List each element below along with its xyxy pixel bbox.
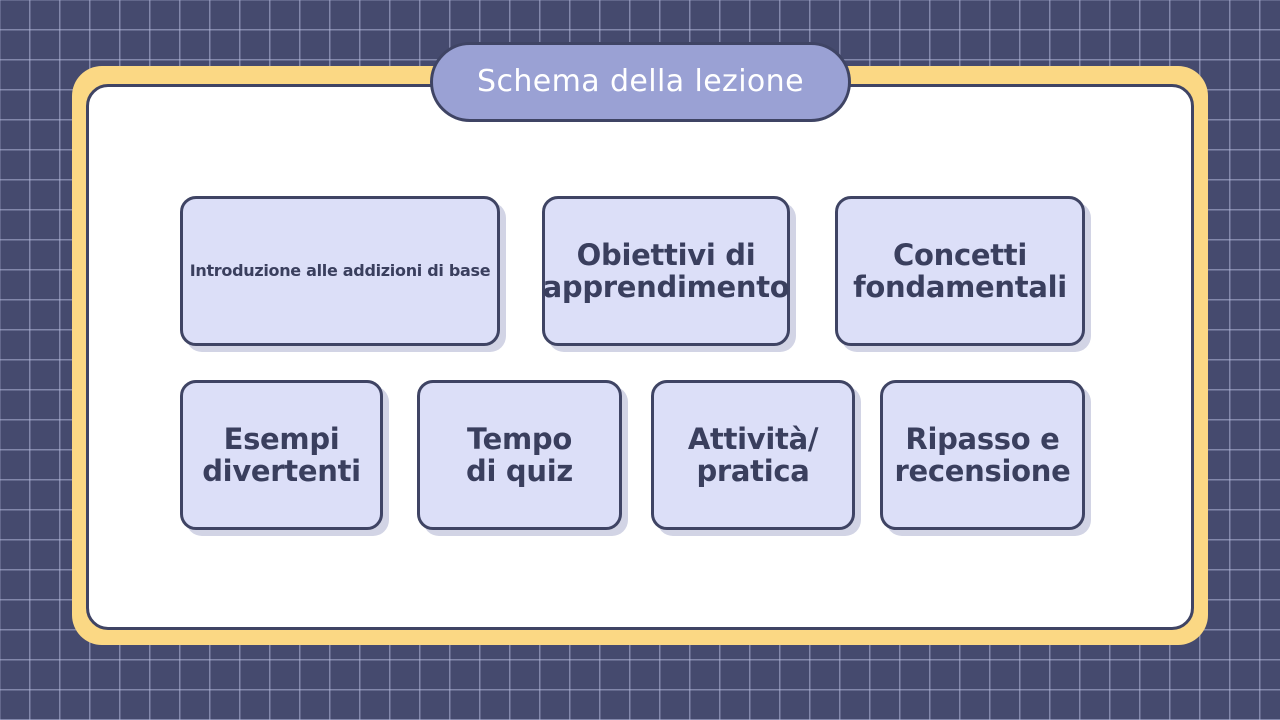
slide-title-pill: Schema della lezione — [430, 42, 851, 122]
lesson-card-label-line1: Ripasso e — [905, 421, 1060, 456]
lesson-card-label-line2: fondamentali — [853, 270, 1067, 304]
lesson-card-label-line2: apprendimento — [542, 270, 790, 304]
lesson-card-label-line1: Concetti — [893, 237, 1027, 272]
lesson-card-label-line2: di quiz — [466, 454, 573, 488]
slide-content-panel — [86, 84, 1194, 630]
lesson-card-label-line1: Tempo — [466, 421, 572, 456]
lesson-card-attivita-pratica[interactable]: Attività/pratica — [651, 380, 855, 530]
lesson-card-label-line1: Obiettivi di — [576, 237, 756, 272]
lesson-card-label-line2: divertenti — [202, 454, 361, 488]
page-title: Schema della lezione — [477, 64, 804, 99]
lesson-card-introduzione[interactable]: Introduzione alle addizioni di base — [180, 196, 500, 346]
lesson-card-label-line1: Attività/ — [687, 421, 819, 456]
lesson-card-label: Introduzione alle addizioni di base — [189, 261, 491, 281]
lesson-card-label-line2: recensione — [894, 454, 1071, 488]
lesson-card-label-line1: Esempi — [223, 421, 340, 456]
lesson-card-label: Attività/pratica — [687, 421, 819, 488]
lesson-card-label-line2: pratica — [696, 454, 810, 488]
